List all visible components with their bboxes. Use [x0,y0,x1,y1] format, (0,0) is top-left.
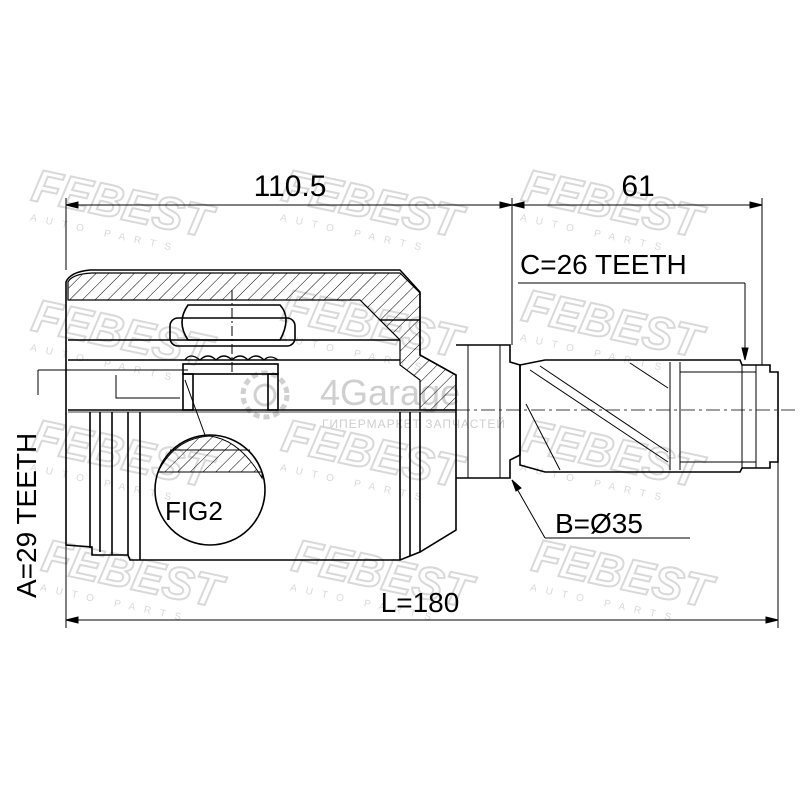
fig2-hatch [157,435,263,480]
dim-arrows [65,201,513,209]
leader-arrow [741,347,749,361]
gear-hub-icon [253,383,277,407]
dim-shaft-length: 61 [621,170,654,203]
tripod-roller [181,304,287,341]
housing-outline [65,269,457,561]
overlay-sub: ГИПЕРМАРКЕТ ЗАПЧАСТЕЙ [322,416,506,431]
gear-icon [240,370,290,420]
fig2-leader [184,379,206,436]
dim-arrows [511,201,763,209]
spider-hub [182,363,279,375]
spline-inner [115,375,180,399]
febest-watermark: FEBEST AUTO PARTS [517,278,711,375]
dim-housing-length: 110.5 [254,170,327,203]
helical-groove [525,403,561,471]
febest-watermark: FEBEST AUTO PARTS [517,408,711,505]
helical-groove [529,369,669,463]
spider-hub-left [182,373,194,411]
fig2-label: FIG2 [165,496,223,526]
dim-outer-spline: C=26 TEETH [520,249,687,280]
febest-watermark: FEBEST AUTO PARTS [527,528,721,625]
spider-hub-right [267,373,279,411]
leader-arrow [511,479,522,492]
febest-watermark: FEBEST AUTO PARTS [27,158,221,255]
febest-watermark: FEBEST AUTO PARTS [517,158,711,255]
dimension-layer [65,198,779,628]
boot-collar [456,344,521,479]
dim-seal-diameter: B=Ø35 [555,508,643,539]
dim-total-length: L=180 [381,587,460,618]
cv-joint-part [37,269,795,561]
fig2-detail-circle [154,434,266,546]
helical-groove [539,365,669,453]
dim-inner-spline: A=29 TEETH [11,433,42,598]
garage-watermark: 4Garage ГИПЕРМАРКЕТ ЗАПЧАСТЕЙ [240,370,506,431]
dim-arrows [65,616,779,624]
spider-teeth [184,355,279,361]
helical-groove [629,362,669,389]
